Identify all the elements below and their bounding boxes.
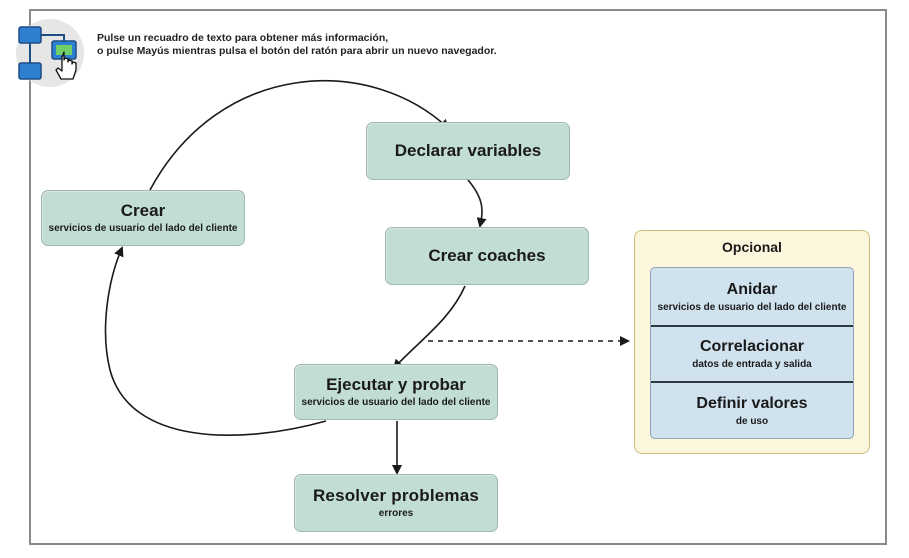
- optional-panel: Opcional Anidar servicios de usuario del…: [634, 230, 870, 454]
- optional-item-correlacionar[interactable]: Correlacionar datos de entrada y salida: [651, 325, 853, 381]
- node-crear-title: Crear: [120, 201, 166, 220]
- node-declarar-title: Declarar variables: [394, 141, 542, 160]
- optional-item-definir-valores[interactable]: Definir valores de uso: [651, 381, 853, 438]
- node-declarar-variables[interactable]: Declarar variables: [366, 122, 570, 180]
- flowchart-pointer-icon: [16, 19, 84, 87]
- node-ejecutar-probar[interactable]: Ejecutar y probar servicios de usuario d…: [294, 364, 498, 420]
- instructions-text: Pulse un recuadro de texto para obtener …: [97, 32, 657, 58]
- optional-item-title: Correlacionar: [699, 338, 805, 355]
- node-crear-subtitle: servicios de usuario del lado del client…: [48, 223, 238, 234]
- optional-item-title: Definir valores: [696, 394, 808, 412]
- optional-title: Opcional: [722, 239, 782, 255]
- instructions-line-1: Pulse un recuadro de texto para obtener …: [97, 32, 389, 44]
- node-ejecutar-subtitle: servicios de usuario del lado del client…: [301, 397, 491, 408]
- optional-item-title: Anidar: [726, 280, 778, 298]
- optional-item-subtitle: datos de entrada y salida: [692, 359, 812, 370]
- node-coaches-title: Crear coaches: [428, 246, 546, 265]
- optional-item-subtitle: servicios de usuario del lado del client…: [657, 301, 847, 313]
- node-crear[interactable]: Crear servicios de usuario del lado del …: [41, 190, 245, 246]
- optional-item-anidar[interactable]: Anidar servicios de usuario del lado del…: [651, 268, 853, 325]
- optional-items: Anidar servicios de usuario del lado del…: [650, 267, 854, 439]
- node-ejecutar-title: Ejecutar y probar: [326, 375, 466, 394]
- node-resolver-problemas[interactable]: Resolver problemas errores: [294, 474, 498, 532]
- node-crear-coaches[interactable]: Crear coaches: [385, 227, 589, 285]
- node-resolver-subtitle: errores: [378, 508, 414, 519]
- optional-item-subtitle: de uso: [735, 415, 769, 427]
- node-resolver-title: Resolver problemas: [312, 486, 480, 505]
- instructions-line-2: o pulse Mayús mientras pulsa el botón de…: [97, 45, 497, 57]
